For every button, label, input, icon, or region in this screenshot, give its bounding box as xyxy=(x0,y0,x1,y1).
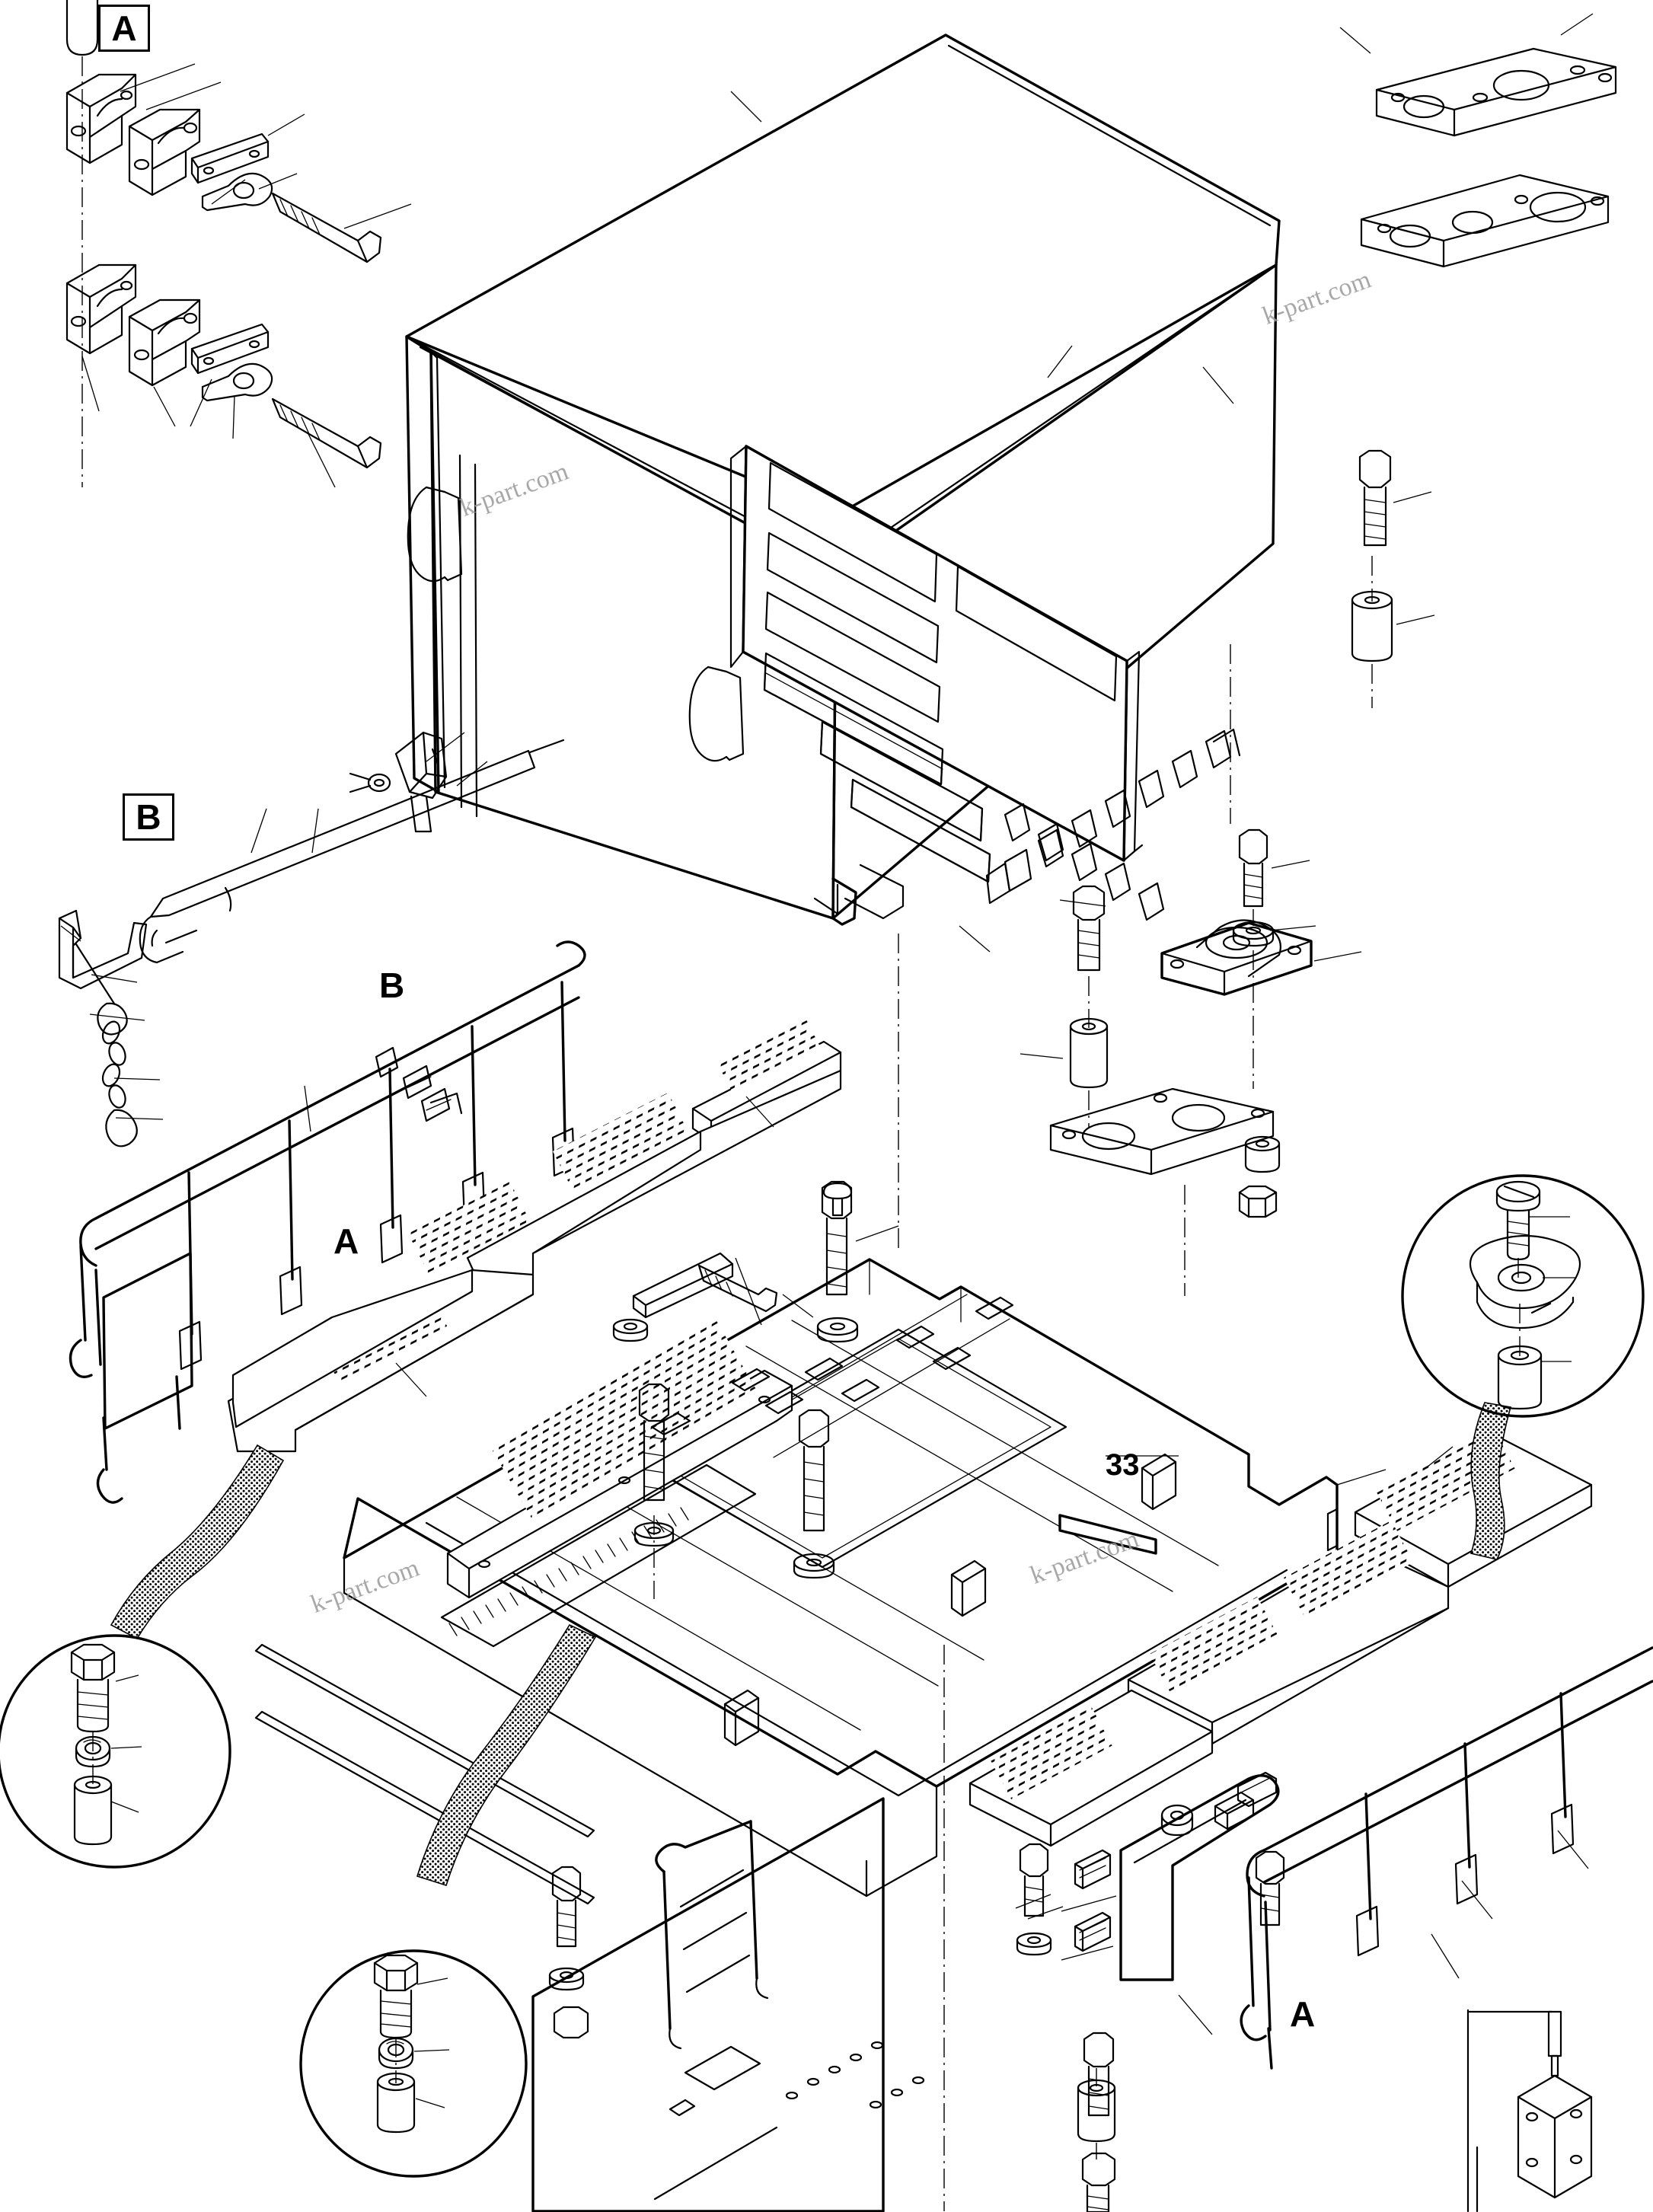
cover-gasket-plates xyxy=(1339,13,1617,268)
leader-lines-group-a xyxy=(81,63,412,488)
nut-right xyxy=(1238,1185,1278,1218)
deck-bolt-lower-left-1 xyxy=(548,1866,589,2039)
cover-plate-upper xyxy=(1375,47,1617,137)
handrail-link-bracket xyxy=(375,1046,463,1122)
detail-right-oval-washer-plate xyxy=(1470,1234,1581,1329)
detail-a-clamp-kit xyxy=(65,0,412,488)
rubber-isolator-mount xyxy=(1160,919,1313,996)
clamp-half-upper-2 xyxy=(65,263,137,355)
deck-checker-plate xyxy=(446,1317,793,1599)
walkway-bolt-left-2 xyxy=(793,1409,835,1579)
deck-mount-pads xyxy=(650,1296,1014,1436)
deck-trim-bar xyxy=(1058,1514,1157,1555)
bottom-right-hinge-plate xyxy=(1466,2009,1593,2212)
right-walkway-bolt xyxy=(1016,1843,1052,1956)
platform-stud xyxy=(822,1182,853,1217)
walkway-bolt-left xyxy=(816,1180,859,1343)
deck-cutouts xyxy=(723,1453,1339,1747)
label-a-handrail: A xyxy=(333,1221,359,1261)
part-number-33: 33 xyxy=(1106,1448,1140,1482)
right-walkway-bolt-2 xyxy=(1255,1850,1285,1926)
hex-bolt-2 xyxy=(271,397,382,469)
clamp-half-lower-1 xyxy=(128,108,201,196)
deck-bolt-lower-left-2 xyxy=(1083,2032,1115,2117)
walkway-clamp-round xyxy=(1160,1804,1194,1837)
backing-plate-1 xyxy=(190,132,270,184)
detail-circle-left-bottom xyxy=(0,1444,285,1869)
cover-plate-lower xyxy=(1360,174,1610,268)
tread-pattern-left-1 xyxy=(408,1092,689,1275)
right-walkway-and-handrail xyxy=(969,1426,1653,2070)
hex-bolt-cab-right xyxy=(1358,449,1392,547)
mount-bolt-upper xyxy=(1238,828,1268,908)
tread-pattern-right-mid xyxy=(1149,1520,1414,1696)
label-b-handrail: B xyxy=(379,966,405,1005)
misc-leader-lines xyxy=(456,91,1387,1486)
callout-box-b: B xyxy=(123,793,174,841)
door-handle-recess-front xyxy=(407,486,463,583)
mount-bolt-right xyxy=(1244,1135,1281,1173)
strut-pin xyxy=(349,772,391,793)
detail-centre-hex-bolt xyxy=(373,1954,419,2039)
spacer-bushing-cab-right xyxy=(1351,590,1393,662)
gate-hinge-plates xyxy=(1074,1849,1112,1952)
lower-body-panel xyxy=(531,1797,925,2212)
vibration-mount-stack xyxy=(1020,828,1362,1296)
cab-mount-bolt-column-right xyxy=(1351,449,1435,708)
clamp-half-lower-2 xyxy=(128,298,201,387)
detail-circle-right xyxy=(1401,1174,1645,1560)
washer-left-small xyxy=(612,1318,649,1342)
left-handrail-assembly xyxy=(69,940,586,1504)
operator-cab-shell xyxy=(405,34,1281,1249)
hex-bolt-1 xyxy=(271,192,382,263)
detail-b-gas-strut xyxy=(58,731,565,1147)
clamp-half-upper-1 xyxy=(65,73,137,164)
hinge-tooth-strip xyxy=(985,729,1232,921)
spacer-bushing-mount-left xyxy=(1069,1017,1109,1089)
strap-bolt-left xyxy=(697,1264,778,1313)
door-handle-recess-rear xyxy=(688,666,745,762)
platform-deck-frame xyxy=(254,1258,1339,2212)
label-a-lower-right: A xyxy=(1290,1994,1316,2034)
tab-washer-1 xyxy=(201,172,273,212)
lower-mount-hardware xyxy=(1077,2068,1116,2212)
callout-box-a: A xyxy=(98,5,150,52)
deck-stud xyxy=(821,1191,848,1203)
access-ladder xyxy=(655,1820,769,2050)
backing-plate-2 xyxy=(190,323,270,375)
handrail-clamp-bracket xyxy=(1214,1771,1278,1831)
strap-plate-left xyxy=(632,1252,734,1319)
safety-chain xyxy=(101,1020,138,1147)
right-handrail xyxy=(1240,1646,1653,2070)
right-stanchions xyxy=(1355,1692,1575,1957)
detail-left-hex-bolt xyxy=(70,1643,116,1733)
strut-bracket xyxy=(394,731,448,833)
tab-washer-2 xyxy=(201,362,273,402)
left-walkway-plates xyxy=(227,1014,899,1579)
gate-frame xyxy=(1119,1774,1280,1981)
deck-fastener-columns xyxy=(548,1383,1115,2117)
detail-circle-bottom-centre xyxy=(299,1623,597,2178)
mount-base-plate xyxy=(1049,1087,1275,1176)
retaining-hook-and-chain xyxy=(58,909,148,1147)
panel-bolt-holes xyxy=(785,2041,925,2109)
mount-bolt-lower-left xyxy=(1072,885,1106,972)
detail-right-slotted-screw xyxy=(1495,1180,1541,1261)
detail-left-spacer-bushing xyxy=(73,1775,113,1846)
